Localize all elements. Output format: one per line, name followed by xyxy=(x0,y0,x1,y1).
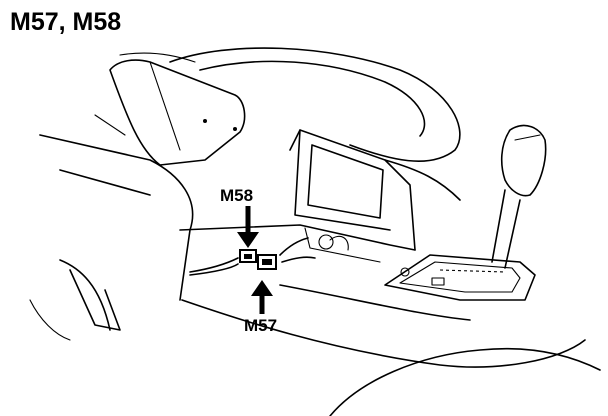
steering-column xyxy=(109,59,246,166)
callout-label-m57: M57 xyxy=(244,316,278,335)
arrow-m57 xyxy=(251,280,273,314)
connector-m57 xyxy=(257,254,277,270)
connector-m58 xyxy=(239,249,257,263)
steering-wheel xyxy=(119,47,461,162)
callout-label-m58: M58 xyxy=(220,186,254,205)
gear-shifter xyxy=(384,124,547,301)
lower-dash-panel xyxy=(39,114,194,301)
connector-wiring xyxy=(189,237,316,276)
figure-title: M57, M58 xyxy=(10,8,122,36)
seat-outline xyxy=(29,259,601,416)
arrow-m58 xyxy=(237,206,259,248)
center-console xyxy=(179,129,586,368)
